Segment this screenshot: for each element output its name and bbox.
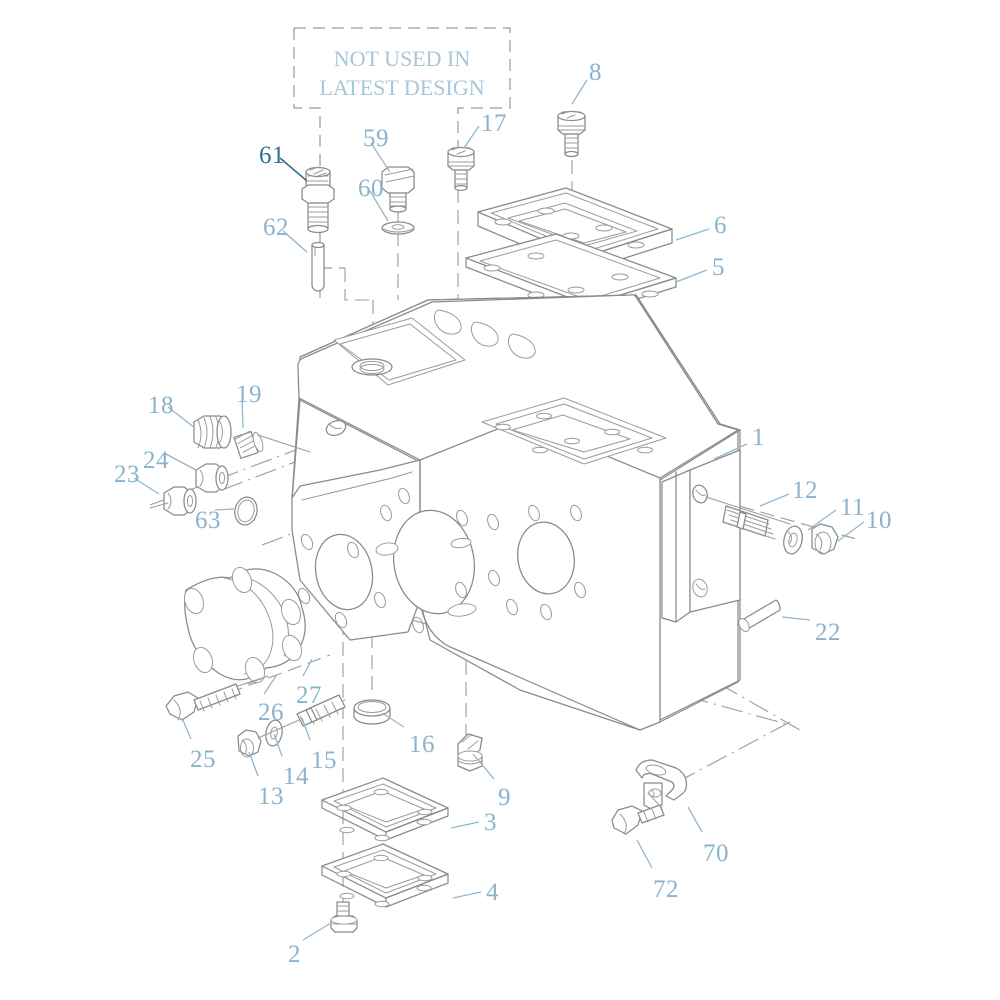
callout-label-63: 63 bbox=[195, 507, 221, 534]
callout-label-25: 25 bbox=[190, 746, 216, 773]
callout-label-2: 2 bbox=[288, 941, 301, 968]
callout-label-72: 72 bbox=[653, 876, 679, 903]
part-2-screw bbox=[330, 901, 358, 933]
callout-label-5: 5 bbox=[712, 254, 725, 281]
part-10-nut bbox=[811, 523, 839, 555]
part-22-dowel-pin bbox=[738, 599, 781, 632]
part-63-seal bbox=[234, 496, 258, 526]
callout-label-4: 4 bbox=[486, 879, 499, 906]
note-line-1: NOT USED IN bbox=[333, 46, 471, 71]
part-5-gasket bbox=[465, 233, 677, 315]
bearing-cover-assembly bbox=[183, 566, 306, 685]
part-59-screw bbox=[381, 166, 415, 213]
part-70-bracket bbox=[635, 759, 688, 811]
callout-label-14: 14 bbox=[283, 763, 309, 790]
part-19-plug bbox=[233, 430, 311, 459]
not-used-note-box bbox=[293, 27, 511, 269]
callout-label-27: 27 bbox=[296, 682, 322, 709]
callout-label-3: 3 bbox=[484, 809, 497, 836]
part-18-breather bbox=[193, 415, 232, 449]
callout-label-61: 61 bbox=[259, 142, 285, 169]
callout-label-60: 60 bbox=[358, 175, 384, 202]
part-61-fitting bbox=[301, 166, 335, 234]
callout-label-16: 16 bbox=[409, 731, 435, 758]
callout-label-8: 8 bbox=[589, 59, 602, 86]
callout-label-19: 19 bbox=[236, 381, 262, 408]
callout-label-6: 6 bbox=[714, 212, 727, 239]
not-used-note: NOT USED IN LATEST DESIGN bbox=[305, 44, 499, 102]
part-4-gasket bbox=[321, 843, 449, 908]
part-62-pin bbox=[311, 241, 325, 292]
part-3-gasket bbox=[321, 777, 449, 842]
callout-label-24: 24 bbox=[143, 447, 169, 474]
callout-label-11: 11 bbox=[840, 494, 866, 521]
callout-label-62: 62 bbox=[263, 214, 289, 241]
callout-label-26: 26 bbox=[258, 699, 284, 726]
callout-label-17: 17 bbox=[481, 110, 507, 137]
part-27-stud bbox=[257, 694, 346, 739]
part-24-washer bbox=[195, 463, 229, 493]
callout-label-70: 70 bbox=[703, 840, 729, 867]
callout-label-10: 10 bbox=[866, 507, 892, 534]
callout-label-12: 12 bbox=[792, 477, 818, 504]
part-9-plug bbox=[457, 733, 483, 772]
leader-lines bbox=[133, 79, 865, 941]
callout-label-13: 13 bbox=[258, 783, 284, 810]
part-17-bolt bbox=[447, 146, 475, 192]
callout-label-18: 18 bbox=[148, 392, 174, 419]
callout-label-23: 23 bbox=[114, 461, 140, 488]
callout-label-22: 22 bbox=[815, 619, 841, 646]
callout-label-15: 15 bbox=[311, 747, 337, 774]
part-60-washer bbox=[381, 221, 415, 235]
part-12-stud bbox=[705, 496, 791, 540]
part-23-bushing bbox=[149, 486, 197, 516]
part-16-expansion-plug bbox=[353, 699, 391, 725]
part-1-housing bbox=[291, 294, 741, 731]
callout-label-9: 9 bbox=[498, 784, 511, 811]
part-72-bolt bbox=[611, 792, 665, 835]
part-11-lock-washer bbox=[783, 525, 803, 555]
callout-label-59: 59 bbox=[363, 125, 389, 152]
part-26-nut bbox=[237, 729, 262, 758]
part-25-bolt bbox=[165, 677, 263, 721]
note-line-2: LATEST DESIGN bbox=[319, 75, 485, 101]
part-8-bolt bbox=[557, 110, 586, 158]
callout-label-1: 1 bbox=[752, 424, 765, 451]
